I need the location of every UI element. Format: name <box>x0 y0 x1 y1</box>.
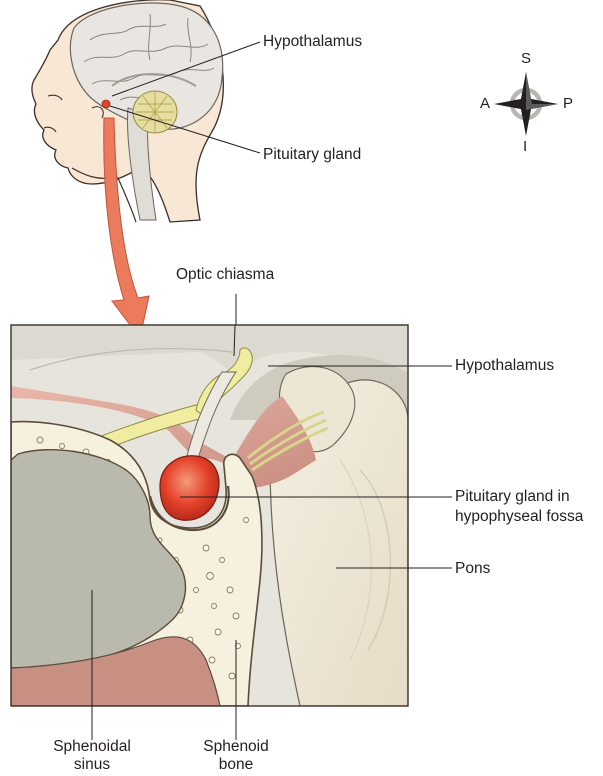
label-pituitary-top: Pituitary gland <box>263 146 361 164</box>
label-sphenoidal-sinus-2: sinus <box>74 756 110 774</box>
detail-panel <box>11 294 452 740</box>
label-optic-chiasma: Optic chiasma <box>176 266 274 284</box>
compass-inferior-label: I <box>523 138 527 155</box>
label-sphenoidal-sinus-1: Sphenoidal <box>53 738 131 756</box>
label-sphenoid-bone-2: bone <box>219 756 253 774</box>
label-sphenoid-bone-1: Sphenoid <box>203 738 269 756</box>
compass-anterior-label: A <box>480 95 490 112</box>
compass-posterior-label: P <box>563 95 573 112</box>
label-hypothalamus-detail: Hypothalamus <box>455 357 554 375</box>
pituitary-small <box>102 100 110 108</box>
label-pituitary-fossa-2: hypophyseal fossa <box>455 508 583 526</box>
cerebellum <box>133 91 177 133</box>
label-pituitary-fossa-1: Pituitary gland in <box>455 488 570 506</box>
compass-superior-label: S <box>521 50 531 67</box>
label-pons: Pons <box>455 560 490 578</box>
head-illustration <box>32 0 260 222</box>
label-hypothalamus-top: Hypothalamus <box>263 33 362 51</box>
compass <box>494 72 558 136</box>
